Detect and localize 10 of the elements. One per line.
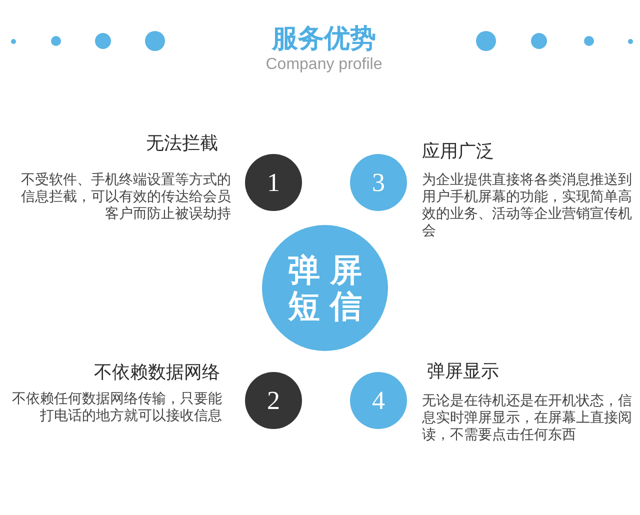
feature-description: 为企业提供直接将各类消息推送到用户手机屏幕的功能，实现简单高效的业务、活动等企业营销宣传机会 (422, 171, 633, 239)
feature-heading: 应用广泛 (422, 140, 495, 163)
feature-description: 不依赖任何数据网络传输，只要能打电话的地方就可以接收信息 (11, 390, 222, 424)
feature-heading: 无法拦截 (145, 132, 218, 155)
feature-heading: 不依赖数据网络 (93, 361, 220, 384)
subtitle: Company profile (264, 55, 384, 75)
feature-heading: 弹屏显示 (427, 360, 500, 383)
feature-description: 无论是在待机还是在开机状态，信息实时弹屏显示，在屏幕上直接阅读，不需要点击任何东西 (422, 392, 633, 443)
feature-description: 不受软件、手机终端设置等方式的信息拦截，可以有效的传达给会员客户而防止被误劫持 (20, 171, 231, 222)
title: 服务优势 (270, 22, 377, 54)
